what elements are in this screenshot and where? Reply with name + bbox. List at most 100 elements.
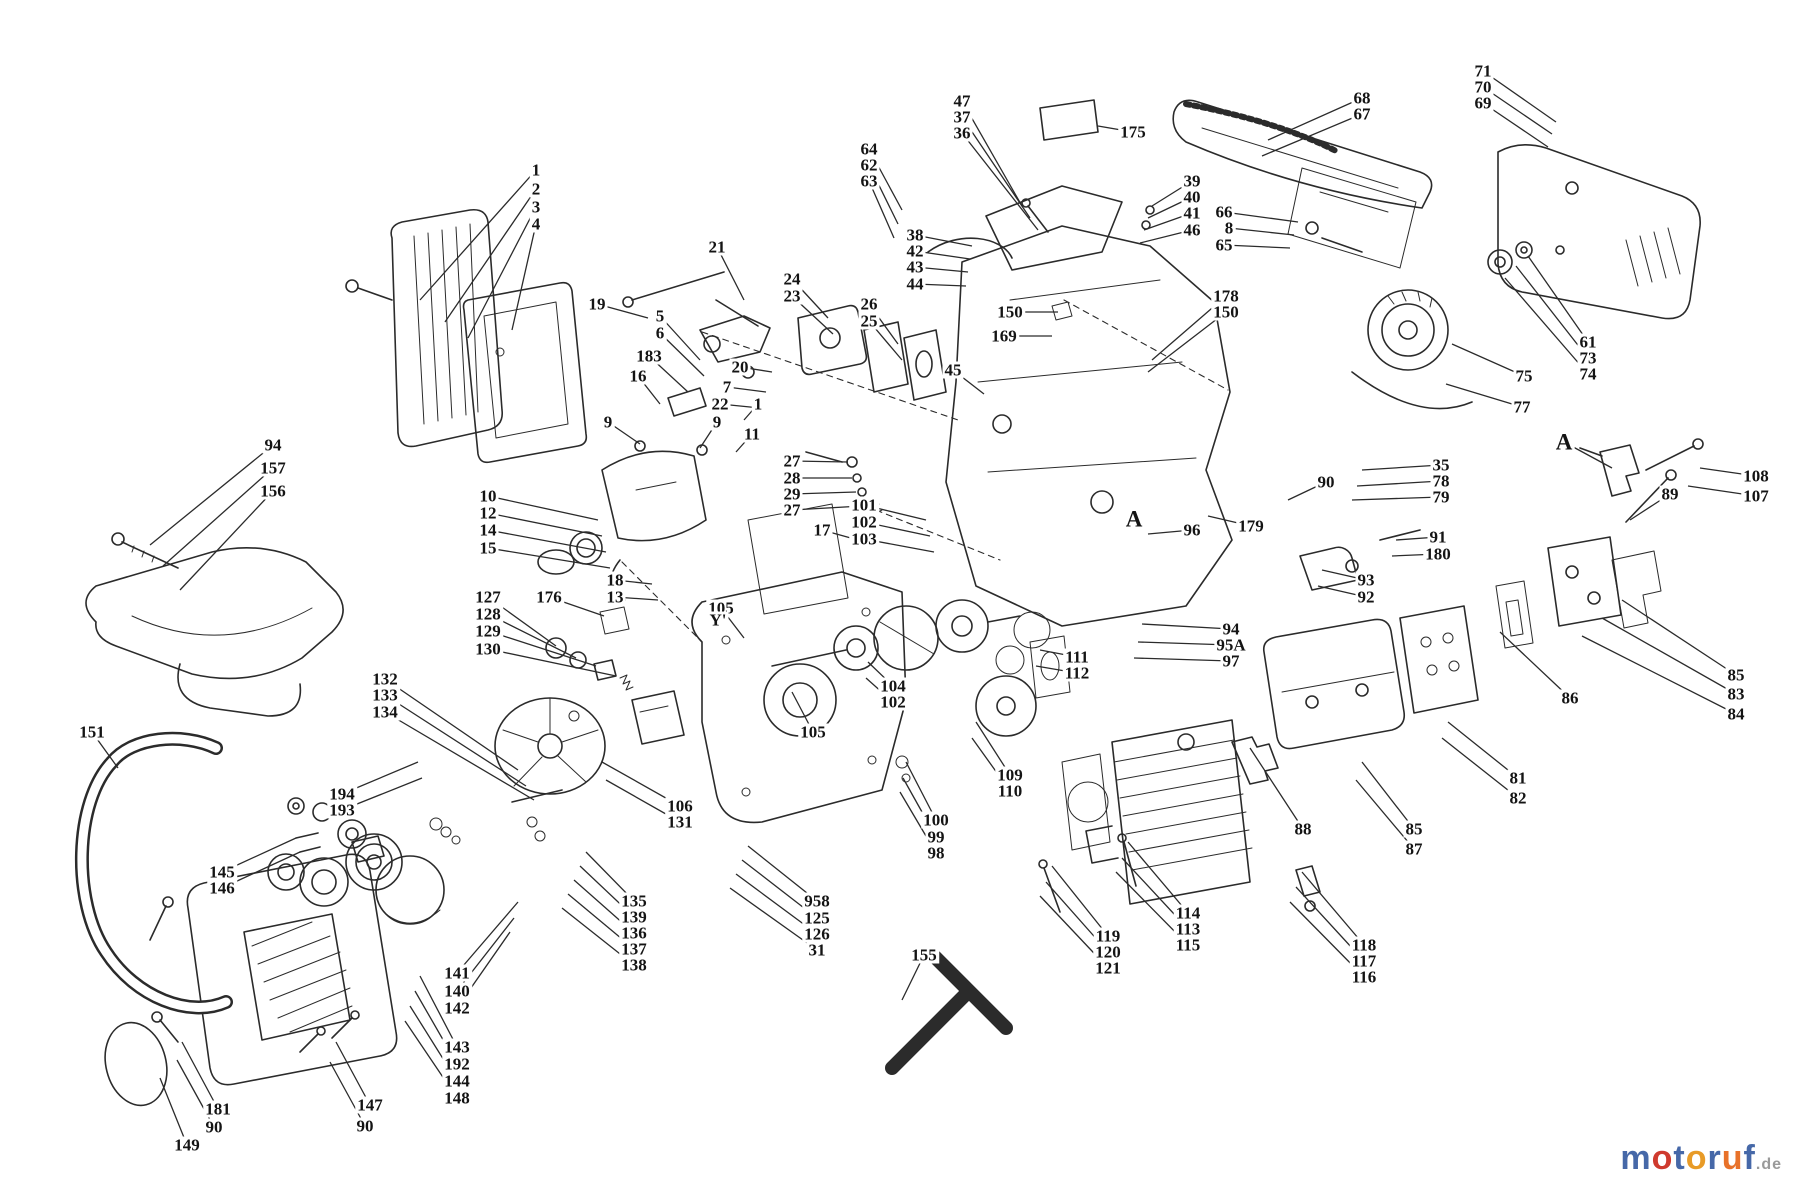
part-label-89: 89: [1659, 484, 1681, 504]
part-label-150: 150: [1211, 302, 1241, 322]
part-label-21: 21: [706, 237, 728, 257]
part-label-193: 193: [327, 800, 357, 820]
leader-line: [384, 711, 535, 801]
part-label-10: 10: [477, 486, 499, 506]
part-label-24: 24: [781, 269, 803, 289]
part-label-70: 70: [1472, 77, 1494, 97]
part-label-101: 101: [849, 495, 879, 515]
part-label-175: 175: [1118, 122, 1148, 142]
brand-letter: t: [1673, 1139, 1686, 1177]
part-label-46: 46: [1181, 220, 1203, 240]
leader-line: [1355, 779, 1415, 850]
leader-line: [487, 547, 611, 569]
art-air-filter-cover: [345, 208, 504, 448]
part-label-134: 134: [370, 702, 400, 722]
part-label-138: 138: [619, 955, 649, 975]
part-label-143: 143: [442, 1037, 472, 1057]
part-label-140: 140: [442, 981, 472, 1001]
art-spark-plug: [1231, 736, 1279, 785]
part-label-114: 114: [1173, 903, 1203, 923]
brand-letter: o: [1651, 1139, 1674, 1177]
part-label-111: 111: [1063, 647, 1091, 667]
part-label-75: 75: [1513, 366, 1535, 386]
part-label-118: 118: [1349, 935, 1379, 955]
part-label-105: 105: [798, 722, 828, 742]
part-label-157: 157: [258, 458, 288, 478]
part-label-18: 18: [604, 570, 626, 590]
brand-suffix: .de: [1755, 1156, 1782, 1173]
leader-line: [1141, 623, 1232, 630]
leader-line: [1361, 464, 1442, 471]
brand-letter: m: [1620, 1139, 1652, 1177]
part-label-94: 94: [262, 435, 284, 455]
leader-line: [659, 332, 705, 377]
leader-line: [1441, 737, 1519, 799]
leader-line: [791, 491, 857, 495]
leader-line: [1261, 113, 1363, 157]
brand-letter: o: [1685, 1139, 1708, 1177]
art-right-screws: [1625, 438, 1704, 523]
art-clutch-cover: [1497, 144, 1701, 320]
leader-line: [487, 529, 607, 553]
part-label-14: 14: [477, 520, 499, 540]
part-label-23: 23: [781, 286, 803, 306]
leader-line: [1228, 227, 1295, 236]
part-label-139: 139: [619, 907, 649, 927]
part-label-36: 36: [951, 123, 973, 143]
leader-line: [1223, 211, 1299, 223]
part-label-61: 61: [1577, 332, 1599, 352]
leader-line: [467, 206, 537, 339]
leader-line: [487, 630, 597, 667]
leader-line: [1445, 383, 1523, 408]
art-chain-tensioner: [1305, 221, 1363, 253]
part-label-74: 74: [1577, 364, 1599, 384]
art-piston: [895, 611, 1051, 783]
leader-line: [1527, 255, 1589, 343]
leader-line: [1351, 496, 1442, 501]
part-label-107: 107: [1741, 486, 1771, 506]
part-label-71: 71: [1472, 61, 1494, 81]
part-label-69: 69: [1472, 93, 1494, 113]
part-label-27: 27: [781, 451, 803, 471]
part-label-22: 22: [709, 394, 731, 414]
leader-line: [181, 1041, 219, 1110]
part-label-7: 7: [720, 377, 734, 397]
part-label-121: 121: [1093, 958, 1123, 978]
part-label-82: 82: [1507, 788, 1529, 808]
part-label-116: 116: [1349, 967, 1379, 987]
part-label-104: 104: [878, 676, 908, 696]
part-label-95a: 95A: [1214, 635, 1248, 655]
brand-letter: u: [1721, 1139, 1744, 1177]
part-label-85: 85: [1403, 819, 1425, 839]
part-label-41: 41: [1181, 203, 1203, 223]
art-handle-tube: [74, 731, 233, 1015]
part-label-13: 13: [604, 587, 626, 607]
part-label-142: 142: [442, 998, 472, 1018]
part-label-39: 39: [1181, 171, 1203, 191]
part-label-77: 77: [1511, 397, 1533, 417]
part-label-31: 31: [806, 940, 828, 960]
part-label-109: 109: [995, 765, 1025, 785]
art-engine-body: [927, 185, 1233, 627]
part-label-135: 135: [619, 891, 649, 911]
part-label-176: 176: [534, 587, 564, 607]
part-label-67: 67: [1351, 104, 1373, 124]
part-label-127: 127: [473, 587, 503, 607]
part-label-19: 19: [586, 294, 608, 314]
art-cylinder: [1038, 719, 1321, 913]
part-label-2: 2: [529, 179, 543, 199]
part-label-130: 130: [473, 639, 503, 659]
leader-line: [487, 495, 599, 521]
part-label-4: 4: [529, 214, 543, 234]
art-clutch-drum: [1351, 241, 1533, 410]
part-label-63: 63: [858, 171, 880, 191]
art-clip-A: [1579, 444, 1640, 497]
part-label-96: 96: [1181, 520, 1203, 540]
leader-line: [659, 315, 701, 361]
part-label-102: 102: [849, 512, 879, 532]
part-label-25: 25: [858, 311, 880, 331]
art-flywheel: [494, 690, 685, 795]
part-label-147: 147: [355, 1095, 385, 1115]
part-label-9: 9: [710, 412, 724, 432]
